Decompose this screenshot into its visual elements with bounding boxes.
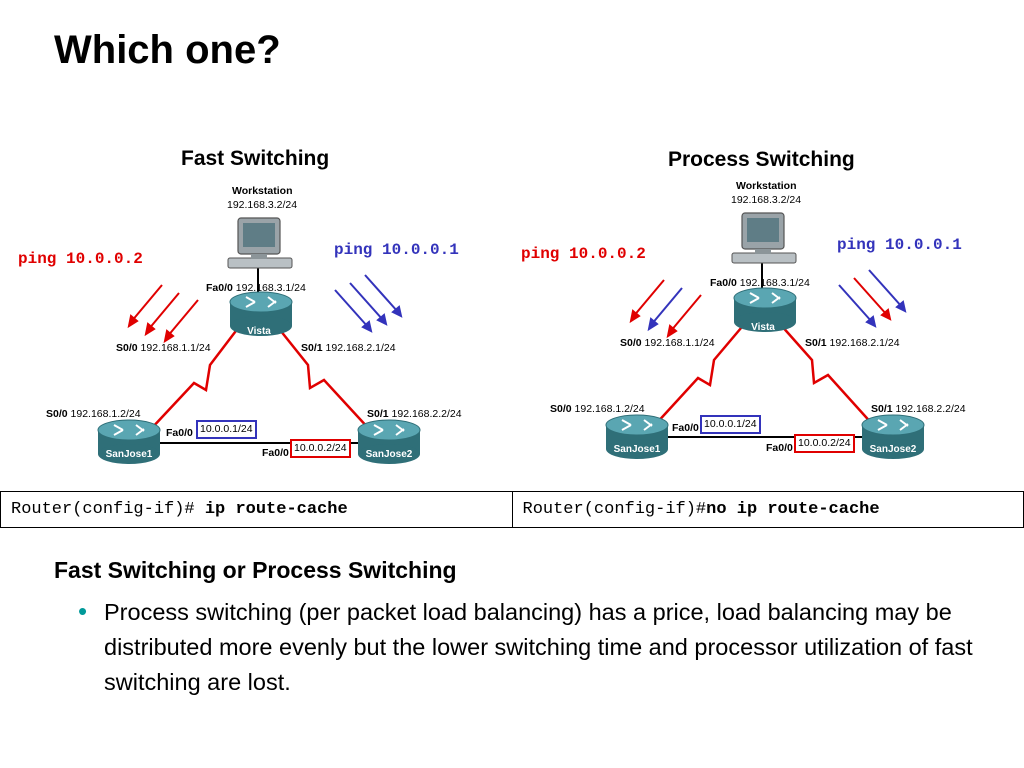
sanjose2-s01-label: S0/1 192.168.2.2/24 <box>871 403 966 415</box>
router-icon-sanjose1 <box>605 414 669 459</box>
router-icon-sanjose2 <box>357 419 421 464</box>
slide-title: Which one? <box>54 28 281 72</box>
sanjose1-fa00-if: Fa0/0 <box>166 427 193 439</box>
vista-s01-label: S0/1 192.168.2.1/24 <box>301 342 396 354</box>
router-icon-vista <box>733 287 797 332</box>
vista-name: Vista <box>247 326 271 337</box>
sanjose1-name: SanJose1 <box>105 449 153 460</box>
router-icon-vista <box>229 291 293 336</box>
vista-fa00-label: Fa0/0 192.168.3.1/24 <box>710 277 810 289</box>
sanjose2-fa00-if: Fa0/0 <box>262 447 289 459</box>
workstation-icon <box>227 217 293 269</box>
diagram-title: Process Switching <box>668 148 855 171</box>
workstation-ip: 192.168.3.2/24 <box>731 194 802 206</box>
bullet-icon: • <box>78 596 88 626</box>
sanjose2-fa00-ip-box: 10.0.0.2/24 <box>290 439 351 458</box>
bullet-text: Process switching (per packet load balan… <box>104 599 973 695</box>
ping-right-label: ping 10.0.0.1 <box>334 241 459 259</box>
vista-s00-label: S0/0 192.168.1.1/24 <box>116 342 211 354</box>
command-row: Router(config-if)# ip route-cache Router… <box>0 491 1024 528</box>
topology-drawing <box>97 217 421 464</box>
vista-fa00-label: Fa0/0 192.168.3.1/24 <box>206 282 306 294</box>
workstation-name: Workstation <box>736 180 797 192</box>
sanjose2-name: SanJose2 <box>869 444 917 455</box>
workstation-ip: 192.168.3.2/24 <box>227 199 298 211</box>
sanjose2-name: SanJose2 <box>365 449 413 460</box>
serial-link-vista-sanjose2 <box>267 314 371 431</box>
vista-s01-label: S0/1 192.168.2.1/24 <box>805 337 900 349</box>
command-table: Router(config-if)# ip route-cache Router… <box>0 491 1024 528</box>
sanjose2-s01-label: S0/1 192.168.2.2/24 <box>367 408 462 420</box>
ping-left-label: ping 10.0.0.2 <box>521 245 646 263</box>
serial-link-vista-sanjose1 <box>149 314 249 431</box>
sanjose2-fa00-ip-box: 10.0.0.2/24 <box>794 434 855 453</box>
sanjose1-s00-label: S0/0 192.168.1.2/24 <box>46 408 141 420</box>
sanjose1-fa00-ip-box: 10.0.0.1/24 <box>196 420 257 439</box>
process-switching-command: Router(config-if)#no ip route-cache <box>511 491 1024 528</box>
router-icon-sanjose1 <box>97 419 161 464</box>
left-ping-arrows <box>629 279 702 339</box>
workstation-icon <box>731 212 797 264</box>
sanjose1-fa00-ip-box: 10.0.0.1/24 <box>700 415 761 434</box>
fast-switching-command: Router(config-if)# ip route-cache <box>0 491 513 528</box>
ping-left-label: ping 10.0.0.2 <box>18 250 143 268</box>
sanjose1-s00-label: S0/0 192.168.1.2/24 <box>550 403 645 415</box>
red-ping-arrows <box>127 284 199 344</box>
sanjose2-fa00-if: Fa0/0 <box>766 442 793 454</box>
sanjose1-fa00-if: Fa0/0 <box>672 422 699 434</box>
diagram-title: Fast Switching <box>181 147 330 170</box>
vista-name: Vista <box>751 322 775 333</box>
ping-right-label: ping 10.0.0.1 <box>837 236 962 254</box>
serial-link-vista-sanjose1 <box>653 314 753 427</box>
serial-link-vista-sanjose2 <box>771 314 875 427</box>
process-switching-diagram: Process Switching Workstation 192.168.3.… <box>514 130 1014 480</box>
section-heading: Fast Switching or Process Switching <box>54 557 457 583</box>
sanjose1-name: SanJose1 <box>613 444 661 455</box>
blue-ping-arrows <box>334 274 403 333</box>
right-ping-arrows <box>838 269 907 328</box>
vista-s00-label: S0/0 192.168.1.1/24 <box>620 337 715 349</box>
router-icon-sanjose2 <box>861 414 925 459</box>
workstation-name: Workstation <box>232 185 293 197</box>
fast-switching-diagram: Fast Switching Workstation 192.168.3.2/2… <box>10 130 510 480</box>
topology-drawing <box>605 212 925 459</box>
